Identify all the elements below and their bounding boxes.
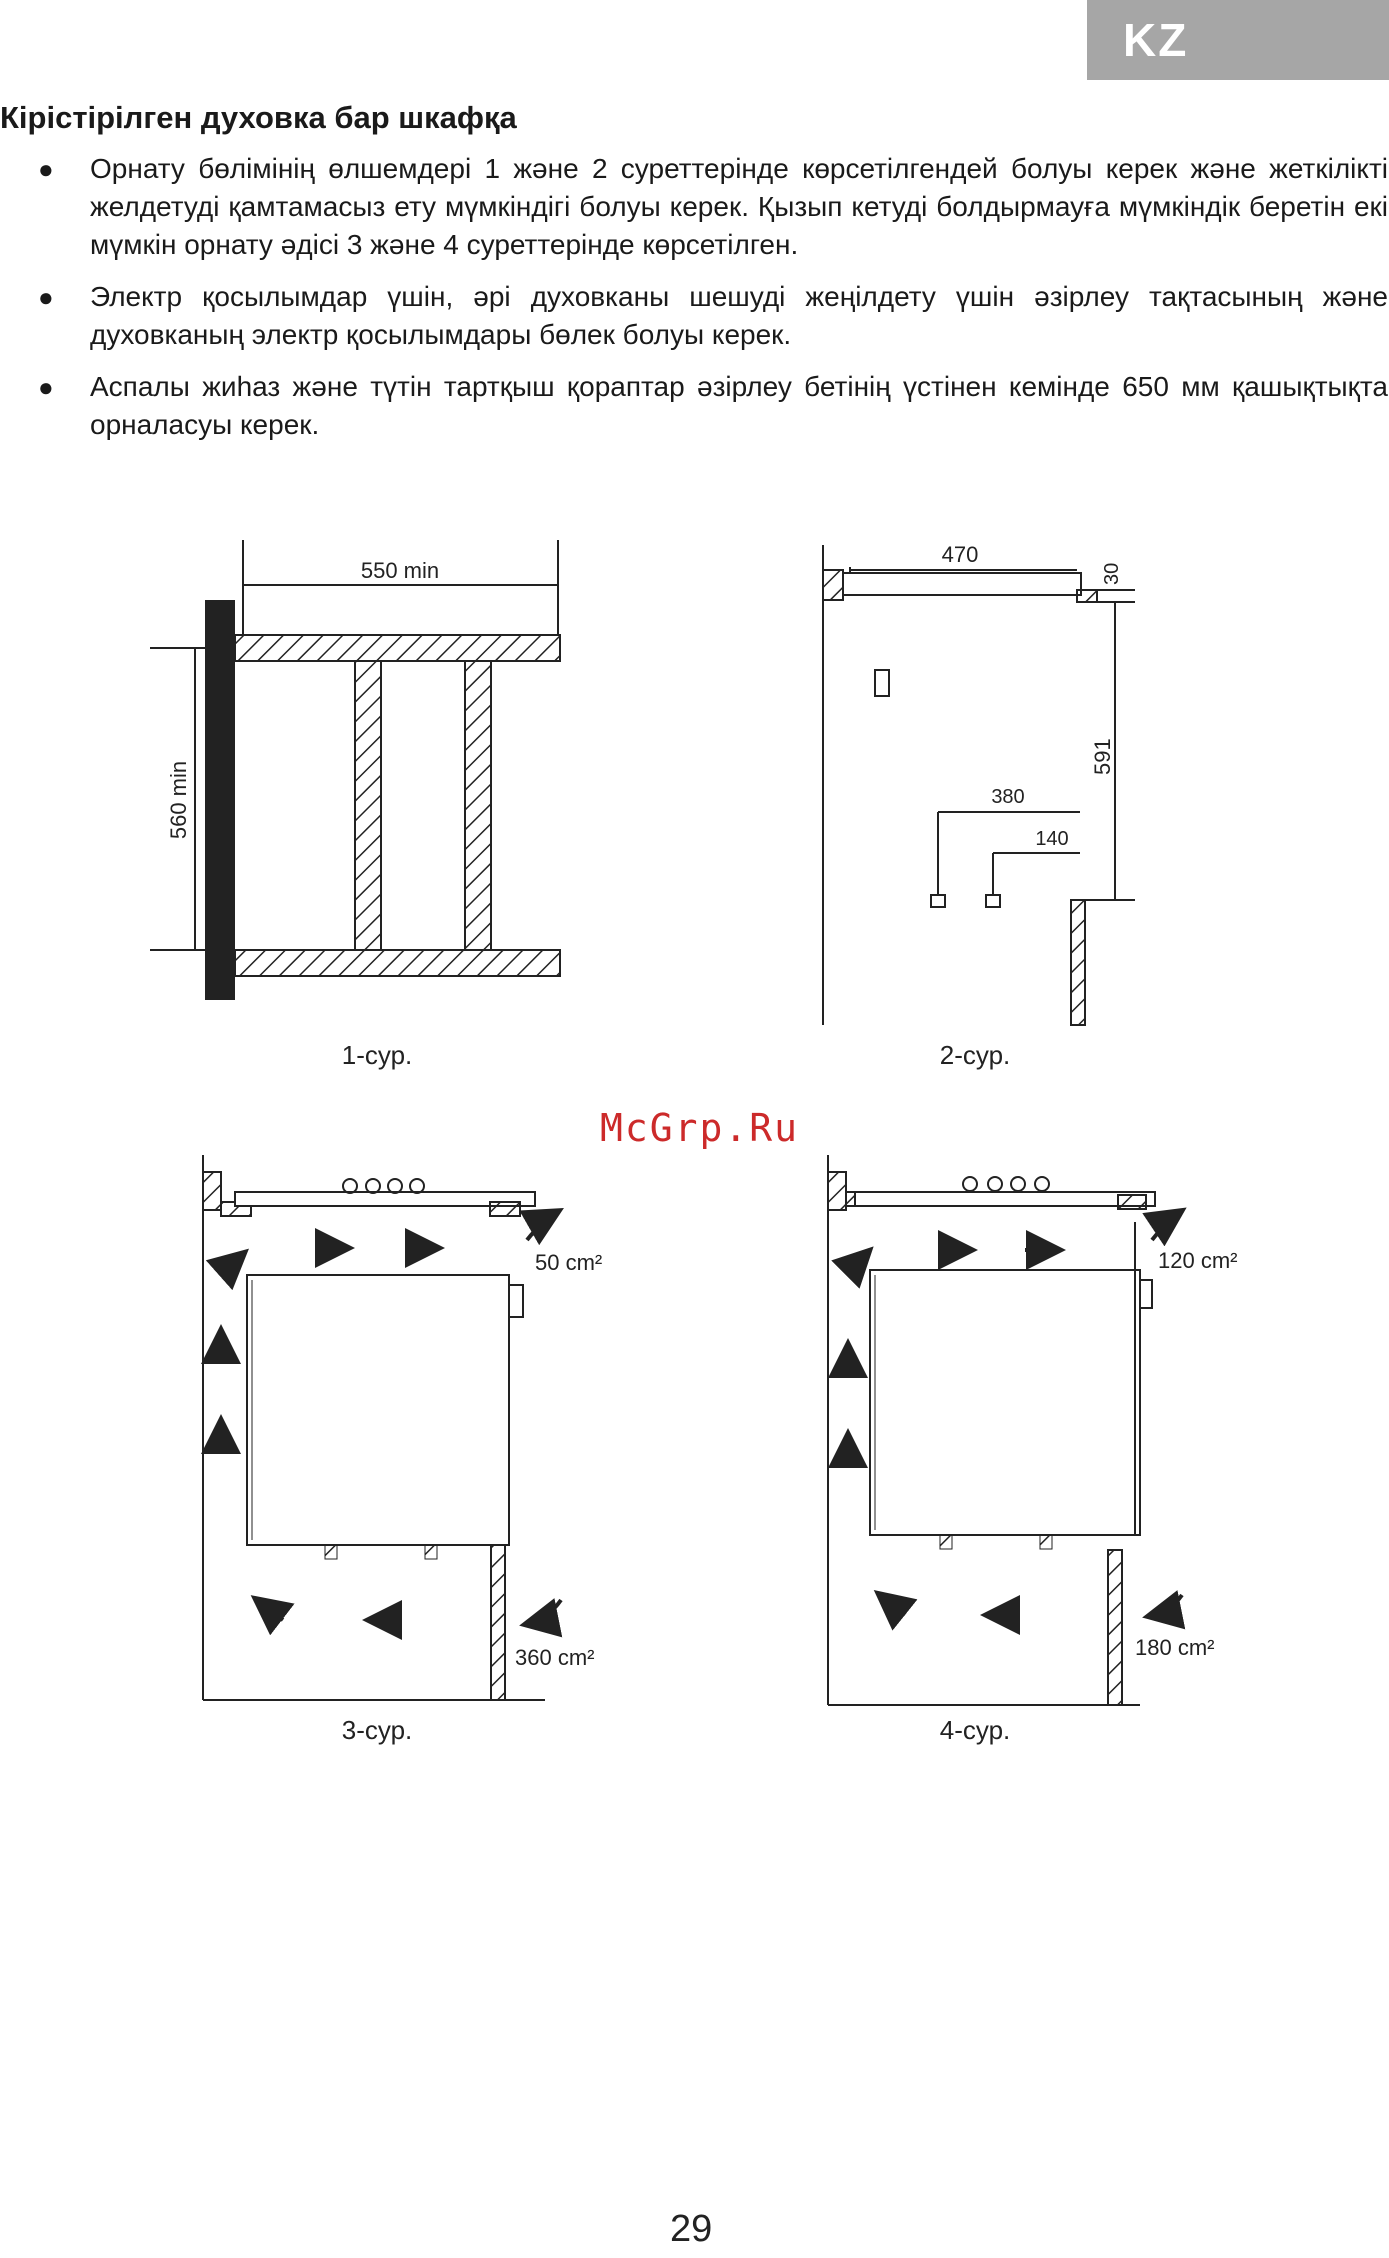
list-item: ● Орнату бөлімінің өлшемдері 1 және 2 сур… [38,150,1388,264]
top-vent-label: 120 cm² [1158,1248,1237,1273]
height-label: 560 min [166,761,191,839]
dim-top-label: 470 [942,542,979,567]
airflow-arrows [201,1208,564,1640]
corner-dimension: 30 [1085,563,1135,603]
dim-corner-label: 30 [1101,563,1123,585]
list-item-text: Аспалы жиһаз және түтін тартқыш қораптар… [90,371,1388,440]
bullet-icon: ● [38,282,54,312]
figure-4-diagram: 120 cm² 180 cm² [827,1155,1237,1706]
airflow-arrows [828,1207,1187,1635]
instruction-list: ● Орнату бөлімінің өлшемдері 1 және 2 сур… [38,150,1388,458]
list-item: ● Электр қосылымдар үшін, әрі духовканы ш… [38,278,1388,354]
section-heading: Кірістірілген духовка бар шкафқа [0,100,517,135]
cabinet-side [1107,1549,1123,1706]
height-dimension: 591 [1085,602,1135,901]
figure-1-caption: 1-сур. [341,1040,413,1070]
top-dimension: 470 [849,542,1077,573]
oven [869,1222,1153,1550]
list-item-text: Электр қосылымдар үшін, әрі духовканы ше… [90,281,1388,350]
outlet-icon [930,894,1001,908]
list-item-text: Орнату бөлімінің өлшемдері 1 және 2 суре… [90,153,1388,260]
cabinet [234,634,561,977]
width-label: 550 min [361,558,439,583]
wall [205,600,235,1000]
width-dimension: 550 min [242,540,559,635]
height-dimension: 560 min [150,647,205,951]
bullet-icon: ● [38,154,54,184]
top-vent-label: 50 cm² [535,1250,602,1275]
hob [202,1171,536,1217]
wall-outline [822,545,1098,1025]
dim-height-label: 591 [1090,738,1115,775]
bullet-icon: ● [38,372,54,402]
cabinet-side [490,1544,506,1701]
bottom-vent-label: 180 cm² [1135,1635,1214,1660]
socket-icon [874,669,890,697]
watermark: McGrp.Ru [600,1106,800,1150]
figure-1-diagram: 550 min 560 min [150,540,561,1000]
page-number: 29 [670,2208,713,2250]
dim-small-label: 140 [1035,828,1068,850]
figure-3-diagram: 50 cm² 360 cm² [201,1155,602,1701]
figure-2-diagram: 470 30 591 380 140 [822,542,1135,1026]
dim-mid-label: 380 [991,786,1024,808]
oven [246,1274,524,1560]
figure-3-caption: 3-сур. [341,1715,413,1745]
language-tab: KZ [1087,0,1389,80]
cabinet-side [1070,899,1086,1026]
cable-lines: 380 140 [937,786,1080,895]
hob [827,1171,1156,1211]
list-item: ● Аспалы жиһаз және түтін тартқыш қорапта… [38,368,1388,444]
bottom-vent-label: 360 cm² [515,1645,594,1670]
figure-2-caption: 2-сур. [939,1040,1011,1070]
figure-4-caption: 4-сур. [939,1715,1011,1745]
